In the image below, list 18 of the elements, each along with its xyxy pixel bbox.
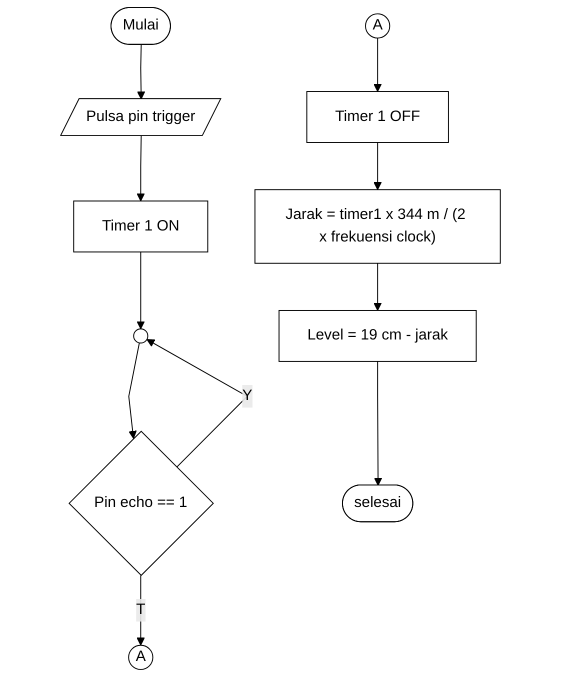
node-circle: [133, 328, 148, 344]
node-box: Level = 19 cm - jarak: [278, 310, 477, 362]
node-box: Timer 1 ON: [73, 200, 208, 252]
node-circle: A: [365, 13, 390, 39]
arrow: [373, 38, 382, 92]
node-diamond: Pin echo == 1: [68, 430, 214, 576]
node-box: Jarak = timer1 x 344 m / (2 x frekuensi clock): [254, 189, 501, 264]
arrow: [374, 360, 382, 486]
node-box: Timer 1 OFF: [306, 91, 449, 143]
arrow: [128, 342, 140, 439]
arrow: [373, 142, 382, 190]
arrow: [136, 44, 146, 100]
node-circle: A: [128, 644, 154, 670]
edge-label: Y: [242, 388, 252, 404]
arrow: [136, 135, 145, 202]
arrow: [373, 262, 382, 311]
edge-label: T: [136, 602, 146, 618]
arrow: [136, 251, 145, 330]
